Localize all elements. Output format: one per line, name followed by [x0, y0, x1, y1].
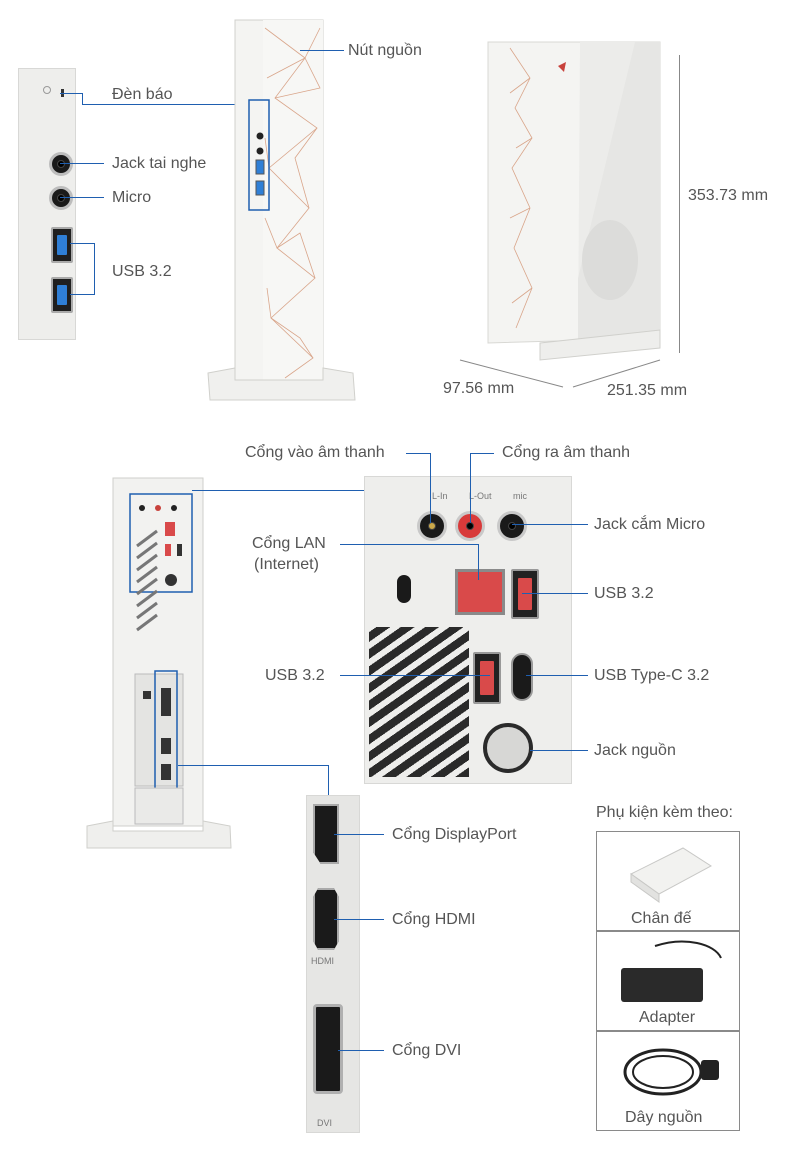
mic-text: mic [513, 491, 527, 501]
hdmi-print: HDMI [311, 956, 334, 966]
lin-text: L-In [432, 491, 448, 501]
tower-rear-view [86, 477, 232, 849]
height-label: 353.73 mm [688, 187, 769, 204]
lan-port [455, 569, 505, 615]
accessory-power-cord-label: Dây nguồn [625, 1109, 703, 1126]
tower-perspective-view [487, 41, 661, 361]
usb-label: USB 3.2 [112, 263, 172, 280]
accessory-stand-label: Chân đế [631, 910, 692, 927]
usb-right-label: USB 3.2 [594, 585, 654, 602]
gpu-bracket: HDMI DVI [306, 795, 360, 1133]
usb-port-2 [51, 277, 73, 313]
rear-io-closeup: L-In L-Out mic [364, 476, 572, 784]
audio-out-label: Cổng ra âm thanh [502, 444, 631, 461]
mic-label: Micro [112, 189, 152, 206]
dvi-label: Cổng DVI [392, 1042, 462, 1059]
mic-in-jack [497, 511, 527, 541]
front-io-closeup [18, 68, 76, 340]
mic-jack-label: Jack cắm Micro [594, 516, 706, 533]
accessory-adapter-label: Adapter [639, 1009, 696, 1026]
displayport-label: Cổng DisplayPort [392, 826, 517, 843]
depth-label: 251.35 mm [607, 382, 688, 399]
usb-port-left [473, 652, 501, 704]
power-jack-label: Jack nguồn [594, 742, 676, 759]
height-dimension-line [679, 55, 680, 353]
accessory-power-cord-box: Dây nguồn [596, 1031, 740, 1131]
power-cord-icon [623, 1048, 719, 1096]
base-dimension-lines [459, 359, 661, 388]
accessory-stand-box: Chân đế [596, 831, 740, 931]
adapter-icon [621, 940, 722, 1002]
stand-icon [630, 847, 712, 903]
audio-in-label: Cổng vào âm thanh [245, 444, 385, 461]
mic-jack [49, 186, 73, 210]
usb-c-port [511, 653, 533, 701]
accessory-adapter-box: Adapter [596, 931, 740, 1031]
width-label: 97.56 mm [443, 380, 515, 397]
lock-slot-icon [397, 575, 411, 603]
lan-label-line1: Cổng LAN [252, 535, 326, 552]
usb-c-label: USB Type-C 3.2 [594, 667, 710, 684]
headphone-label: Jack tai nghe [112, 155, 207, 172]
lout-text: L-Out [469, 491, 492, 501]
power-button-label: Nút nguồn [348, 42, 422, 59]
power-jack [483, 723, 533, 773]
indicator-label: Đèn báo [112, 86, 173, 103]
accessories-title: Phụ kiện kèm theo: [596, 804, 733, 821]
vent-grille [369, 627, 469, 777]
line-in-jack [417, 511, 447, 541]
usb-port-1 [51, 227, 73, 263]
lan-label-line2: (Internet) [254, 556, 319, 573]
usb-port-right [511, 569, 539, 619]
power-indicator-icon [43, 86, 51, 94]
tower-front-view [207, 19, 356, 401]
usb-left-label: USB 3.2 [265, 667, 325, 684]
hdmi-label: Cổng HDMI [392, 911, 476, 928]
headphone-jack [49, 152, 73, 176]
dvi-print: DVI [317, 1118, 333, 1128]
dvi-port [313, 1004, 343, 1094]
